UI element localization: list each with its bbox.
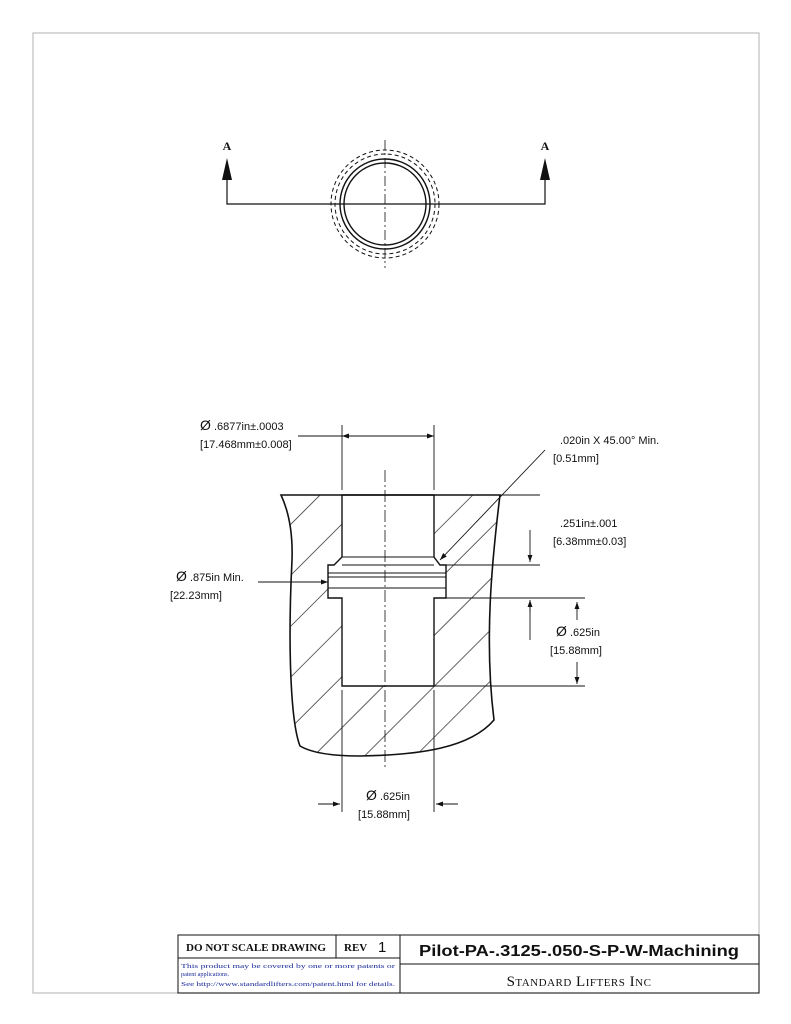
diameter-symbol: Ø [366, 787, 377, 803]
dim-bore-dia-in: .6877in±.0003 [214, 421, 284, 433]
diameter-symbol: Ø [200, 417, 211, 433]
patent-line-2: patent applications. [181, 971, 230, 978]
patent-line-1: This product may be covered by one or mo… [181, 963, 395, 970]
section-bore [327, 494, 447, 687]
dim-depth: .251in±.001 [6.38mm±0.03] [553, 518, 626, 548]
patent-line-3: See http://www.standardlifters.com/paten… [181, 981, 396, 988]
dim-groove-dia-in: .875in Min. [190, 572, 244, 584]
section-material [281, 495, 500, 756]
dim-hole-depth: Ø .625in [15.88mm] [550, 623, 602, 657]
do-not-scale-label: DO NOT SCALE DRAWING [186, 942, 326, 954]
dim-hole-dia: Ø .625in [15.88mm] [358, 787, 410, 821]
dim-hole-dia-mm: [15.88mm] [358, 809, 410, 821]
dim-bore-dia: Ø .6877in±.0003 [17.468mm±0.008] [200, 417, 292, 451]
section-outline [279, 494, 501, 757]
dim-bore-dia-mm: [17.468mm±0.008] [200, 439, 292, 451]
section-arrows [222, 158, 550, 180]
dim-depth-in: .251in±.001 [560, 518, 617, 530]
section-label-left: A [223, 139, 232, 153]
dim-hole-depth-in: .625in [570, 627, 600, 639]
section-line [226, 178, 546, 205]
diameter-symbol: Ø [176, 568, 187, 584]
section-label-right: A [541, 139, 550, 153]
dim-chamfer-in: .020in X 45.00° Min. [560, 435, 659, 447]
part-name: Pilot-PA-.3125-.050-S-P-W-Machining [419, 943, 739, 960]
dim-chamfer-mm: [0.51mm] [553, 453, 599, 465]
top-view: A A [222, 139, 550, 268]
title-block: DO NOT SCALE DRAWING REV 1 Pilot-PA-.312… [177, 934, 760, 994]
dimension-lines [258, 425, 585, 812]
dim-groove-dia: Ø .875in Min. [22.23mm] [170, 568, 244, 602]
dim-groove-dia-mm: [22.23mm] [170, 590, 222, 602]
groove-details [328, 556, 446, 589]
dim-chamfer: .020in X 45.00° Min. [0.51mm] [553, 435, 659, 465]
diameter-symbol: Ø [556, 623, 567, 639]
dim-hole-depth-mm: [15.88mm] [550, 645, 602, 657]
dim-depth-mm: [6.38mm±0.03] [553, 536, 626, 548]
company-name: Standard Lifters Inc [507, 974, 652, 990]
rev-value: 1 [378, 939, 386, 956]
section-view [279, 470, 501, 768]
rev-label: REV [344, 942, 367, 954]
dim-hole-dia-in: .625in [380, 791, 410, 803]
